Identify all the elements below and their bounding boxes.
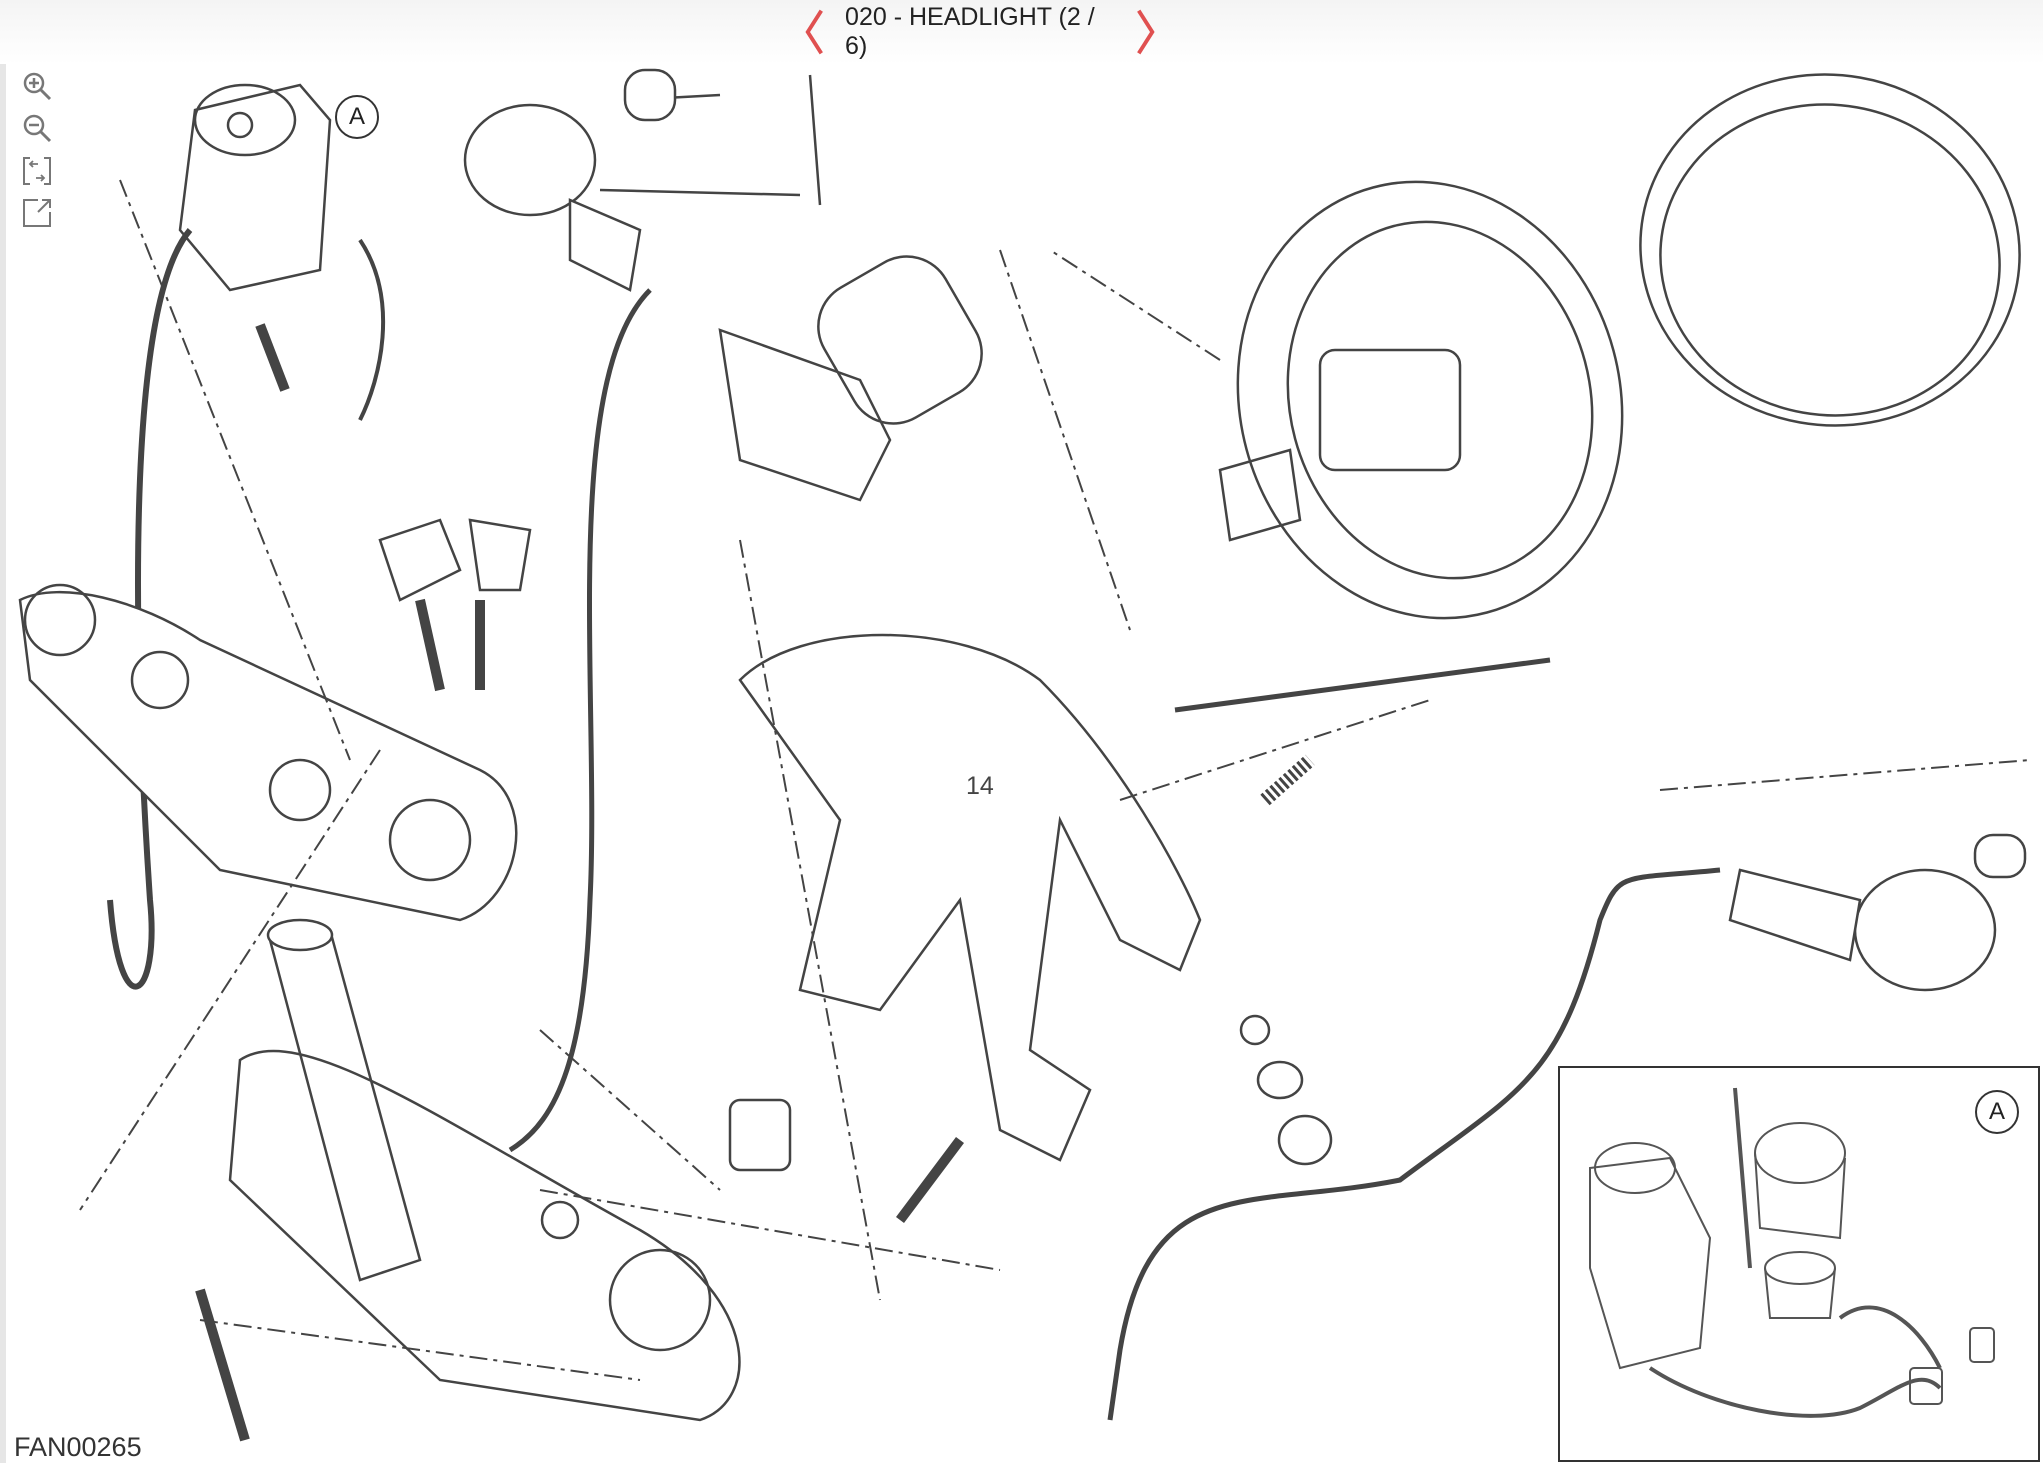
spring[interactable] (1260, 754, 1315, 806)
ignition-switch[interactable] (178, 83, 332, 292)
gasket[interactable] (802, 240, 998, 440)
turn-signal-right[interactable] (1728, 833, 2027, 992)
page-title-bar: 020 - HEADLIGHT (2 / 6) (800, 3, 1160, 60)
chevron-right-icon[interactable] (1131, 6, 1160, 58)
open-external-icon[interactable] (20, 196, 56, 230)
viewer-toolbar (20, 70, 56, 230)
steering-stem[interactable] (228, 918, 741, 1422)
zoom-in-icon[interactable] (20, 70, 56, 104)
headlight-rim[interactable] (1612, 45, 2043, 456)
headlight-unit[interactable] (1190, 138, 1671, 661)
detail-inset-a: A (1558, 1066, 2040, 1462)
drawing-code: FAN00265 (14, 1432, 142, 1462)
headlight-bracket[interactable] (738, 633, 1202, 1162)
reference-badge-a: A (335, 95, 379, 139)
chevron-left-icon[interactable] (800, 6, 829, 58)
header-bar (0, 0, 2043, 64)
keys[interactable] (378, 518, 532, 692)
part-callout-14[interactable]: 14 (966, 772, 994, 800)
inset-drawing (1589, 1087, 1995, 1418)
headlight-bulb[interactable] (1218, 448, 1302, 542)
zoom-out-icon[interactable] (20, 112, 56, 146)
page-title: 020 - HEADLIGHT (2 / 6) (845, 3, 1095, 60)
upper-triple-clamp[interactable] (18, 583, 518, 922)
left-edge (0, 0, 6, 1463)
turn-signal-left[interactable] (463, 68, 822, 292)
fit-to-screen-icon[interactable] (20, 154, 56, 188)
cover-plate[interactable] (718, 328, 892, 502)
inset-badge-a: A (1975, 1090, 2019, 1134)
